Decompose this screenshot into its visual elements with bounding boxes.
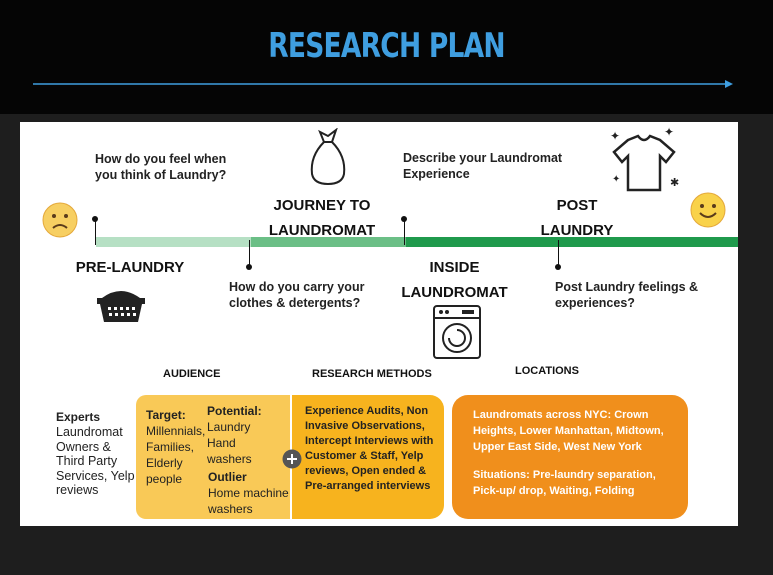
methods-body: Experience Audits, Non Invasive Observat… (305, 405, 434, 492)
svg-text:✦: ✦ (664, 125, 674, 139)
question-journey: How do you carry your clothes & detergen… (229, 280, 365, 310)
potential-body: Laundry Hand washers (207, 420, 252, 466)
page-title: RESEARCH PLAN (268, 26, 505, 66)
target-block: Target: Millennials, Families, Elderly p… (146, 407, 208, 487)
laundry-bag-icon (310, 128, 346, 186)
marker-dot-3 (246, 264, 252, 270)
locations-body: Laundromats across NYC: Crown Heights, L… (473, 409, 664, 453)
stage-inside: INSIDE LAUNDROMAT (401, 259, 508, 301)
experts-block: Experts Laundromat Owners & Third Party … (56, 409, 136, 498)
question-pre-laundry: How do you feel when you think of Laundr… (95, 152, 227, 182)
target-title: Target: (146, 408, 186, 422)
marker-dot-1 (92, 216, 98, 222)
stage-post: POST LAUNDRY (540, 197, 614, 239)
section-locations: LOCATIONS (515, 365, 579, 377)
smiley-face-icon (690, 192, 726, 228)
locations-box (452, 395, 688, 519)
methods-box (292, 395, 444, 519)
stage-pre-laundry: PRE-LAUNDRY (75, 259, 185, 276)
outlier-block: Outlier Home machine washers (208, 469, 302, 517)
marker-line-4 (558, 240, 560, 266)
experts-body: Laundromat Owners & Third Party Services… (56, 425, 135, 497)
situations-body: Situations: Pre-laundry separation, Pick… (473, 469, 656, 497)
sad-face-icon (42, 202, 78, 238)
svg-text:✱: ✱ (670, 177, 679, 189)
outlier-body: Home machine washers (208, 486, 289, 516)
outlier-title: Outlier (208, 470, 247, 484)
plus-icon (282, 449, 302, 469)
question-post-laundry: Post Laundry feelings & experiences? (555, 280, 699, 310)
potential-title: Potential: (207, 404, 262, 418)
header: RESEARCH PLAN (0, 0, 773, 114)
timeline-band-journey (251, 237, 406, 247)
section-audience: AUDIENCE (163, 368, 221, 380)
laundry-basket-icon (97, 291, 145, 322)
section-research-methods: RESEARCH METHODS (312, 368, 432, 380)
t-shirt-icon: ✦ ✦ ✦ ✱ (610, 125, 679, 192)
question-inside-laundromat: Describe your Laundromat Experience (403, 151, 563, 181)
stage-journey: JOURNEY TO LAUNDROMAT (268, 197, 376, 239)
experts-title: Experts (56, 410, 101, 424)
marker-line-2 (404, 219, 406, 245)
marker-line-1 (95, 219, 97, 245)
svg-text:✦: ✦ (612, 174, 620, 185)
audience-box (136, 395, 290, 519)
washing-machine-icon (433, 305, 481, 359)
svg-text:✦: ✦ (610, 129, 620, 143)
marker-dot-2 (401, 216, 407, 222)
target-body: Millennials, Families, Elderly people (146, 424, 206, 486)
timeline-band-pre (96, 237, 251, 247)
marker-line-3 (249, 240, 251, 266)
timeline-band-post (406, 237, 738, 247)
potential-block: Potential: Laundry Hand washers (207, 403, 275, 467)
marker-dot-4 (555, 264, 561, 270)
title-underline-arrow (33, 80, 733, 88)
slide-content: ✦ ✦ ✦ ✱ How do you feel when you think o… (20, 122, 738, 526)
